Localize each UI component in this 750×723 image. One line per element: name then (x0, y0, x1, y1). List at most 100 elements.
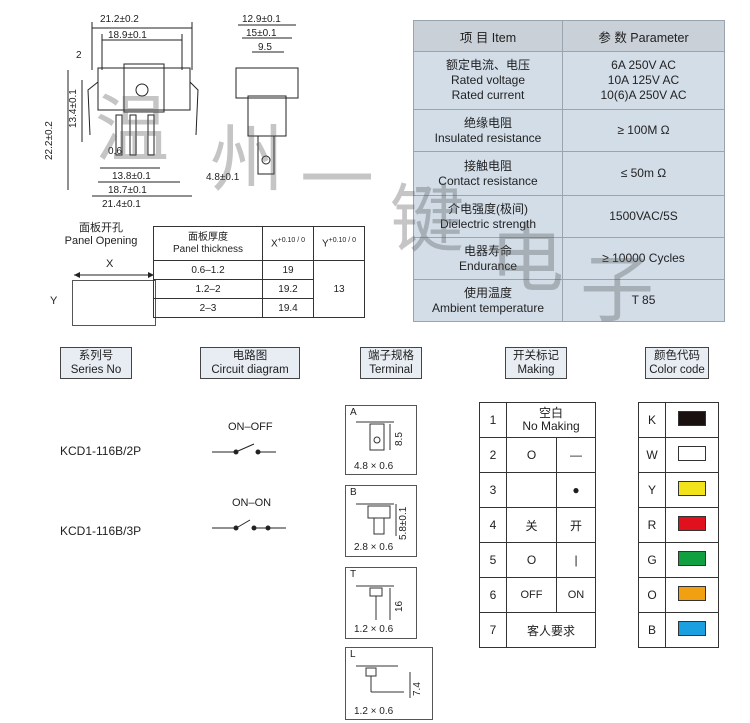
dim-bottom-1: 13.8±0.1 (112, 171, 151, 182)
terminal-l-size: 1.2 × 0.6 (354, 706, 394, 717)
dim-side-4: 4.8±0.1 (206, 172, 240, 183)
terminal-b-size: 2.8 × 0.6 (354, 542, 394, 553)
making-a-5: OFF (506, 577, 557, 613)
x-1: 19.2 (262, 279, 314, 299)
color-swatch-5 (678, 586, 706, 601)
watermark-char-4: 电 (490, 220, 564, 302)
circuit-diagram-0 (212, 443, 276, 455)
making-a-3: 关 (506, 507, 557, 543)
terminal-l-letter: L (350, 649, 356, 660)
dim-width-inner: 18.9±0.1 (108, 30, 147, 41)
panel-x-label: X (106, 258, 114, 270)
param-head-item: 项 目 Item (413, 20, 563, 52)
terminal-a-icon: 8.5 (356, 421, 405, 451)
making-b-3: 开 (556, 507, 596, 543)
terminal-b-letter: B (350, 487, 357, 498)
dim-gap: 2 (76, 50, 82, 61)
color-swatch-6 (678, 621, 706, 636)
terminal-t-letter: T (350, 569, 357, 580)
dim-width-outer: 21.2±0.2 (100, 14, 139, 25)
color-swatch-1 (678, 446, 706, 461)
svg-text:16: 16 (394, 600, 405, 612)
side-view-drawing: 12.9±0.1 15±0.1 9.5 4.8±0.1 (206, 14, 299, 183)
y-value: 13 (313, 260, 365, 318)
svg-text:8.5: 8.5 (394, 432, 405, 446)
dim-side-2: 15±0.1 (246, 28, 277, 39)
dim-small: 0.6 (108, 146, 122, 157)
param-value-insulated: ≥ 100M Ω (562, 109, 725, 152)
making-b-2: ● (556, 472, 596, 508)
terminal-t-icon: 16 (356, 585, 405, 620)
terminal-a-box: A 8.5 4.8 × 0.6 (345, 405, 417, 475)
watermark-char-1: 州 (210, 120, 284, 202)
color-code-6: B (638, 612, 666, 648)
watermark-char-3: 键 (390, 180, 464, 262)
watermark-char-5: 子 (580, 250, 654, 332)
making-b-4: | (556, 542, 596, 578)
making-a-6: 客人要求 (506, 612, 596, 648)
panel-y-label: Y (50, 295, 58, 307)
x-header: X+0.10 / 0 (262, 226, 314, 261)
terminal-l-box: L 7.4 1.2 × 0.6 (345, 647, 433, 720)
panel-opening-rect (72, 280, 156, 326)
circuit-label-1: ON–ON (232, 497, 272, 509)
circuit-label-0: ON–OFF (228, 421, 273, 433)
color-code-2: Y (638, 472, 666, 508)
param-value-ambient: T 85 (562, 279, 725, 322)
color-swatch-0 (678, 411, 706, 426)
color-swatch-2 (678, 481, 706, 496)
making-n-2: 3 (479, 472, 507, 508)
series-name-1: KCD1-116B/3P (60, 524, 142, 538)
color-table: K W Y R G O B (638, 402, 719, 648)
color-code-1: W (638, 437, 666, 473)
making-n-5: 6 (479, 577, 507, 613)
making-b-5: ON (556, 577, 596, 613)
watermark-char-2: 一 (300, 140, 374, 222)
dim-side-1: 12.9±0.1 (242, 14, 281, 25)
svg-text:7.4: 7.4 (412, 682, 423, 696)
making-n-3: 4 (479, 507, 507, 543)
svg-text:5.8±0.1: 5.8±0.1 (398, 506, 409, 540)
panel-x-arrow (74, 272, 154, 278)
color-swatch-3 (678, 516, 706, 531)
making-n-1: 2 (479, 437, 507, 473)
making-a-4: O (506, 542, 557, 578)
making-a-1: O (506, 437, 557, 473)
dim-height-outer: 22.2±0.2 (44, 121, 55, 160)
color-code-5: O (638, 577, 666, 613)
color-code-4: G (638, 542, 666, 578)
color-code-3: R (638, 507, 666, 543)
param-value-dielectric: 1500VAC/5S (562, 195, 725, 238)
param-value-endurance: ≥ 10000 Cycles (562, 237, 725, 280)
dim-side-3: 9.5 (258, 42, 272, 53)
dim-bottom-2: 18.7±0.1 (108, 185, 147, 196)
making-n-6: 7 (479, 612, 507, 648)
thickness-1: 1.2–2 (153, 279, 263, 299)
dim-bottom-3: 21.4±0.1 (102, 199, 141, 210)
y-header: Y+0.10 / 0 (313, 226, 365, 261)
param-item-dielectric: 介电强度(极间)Dielectric strength (413, 195, 563, 238)
terminal-b-box: B 5.8±0.1 2.8 × 0.6 (345, 485, 417, 557)
making-a-2 (506, 472, 557, 508)
terminal-a-size: 4.8 × 0.6 (354, 461, 394, 472)
front-view-drawing: 21.2±0.2 18.9±0.1 2 22.2±0.2 13.4±0.1 0.… (44, 14, 199, 210)
making-n-0: 1 (479, 402, 507, 438)
x-2: 19.4 (262, 298, 314, 318)
series-name-0: KCD1-116B/2P (60, 444, 142, 458)
dim-height-inner: 13.4±0.1 (68, 89, 79, 128)
color-code-0: K (638, 402, 666, 438)
circuit-diagram-1 (212, 519, 286, 531)
